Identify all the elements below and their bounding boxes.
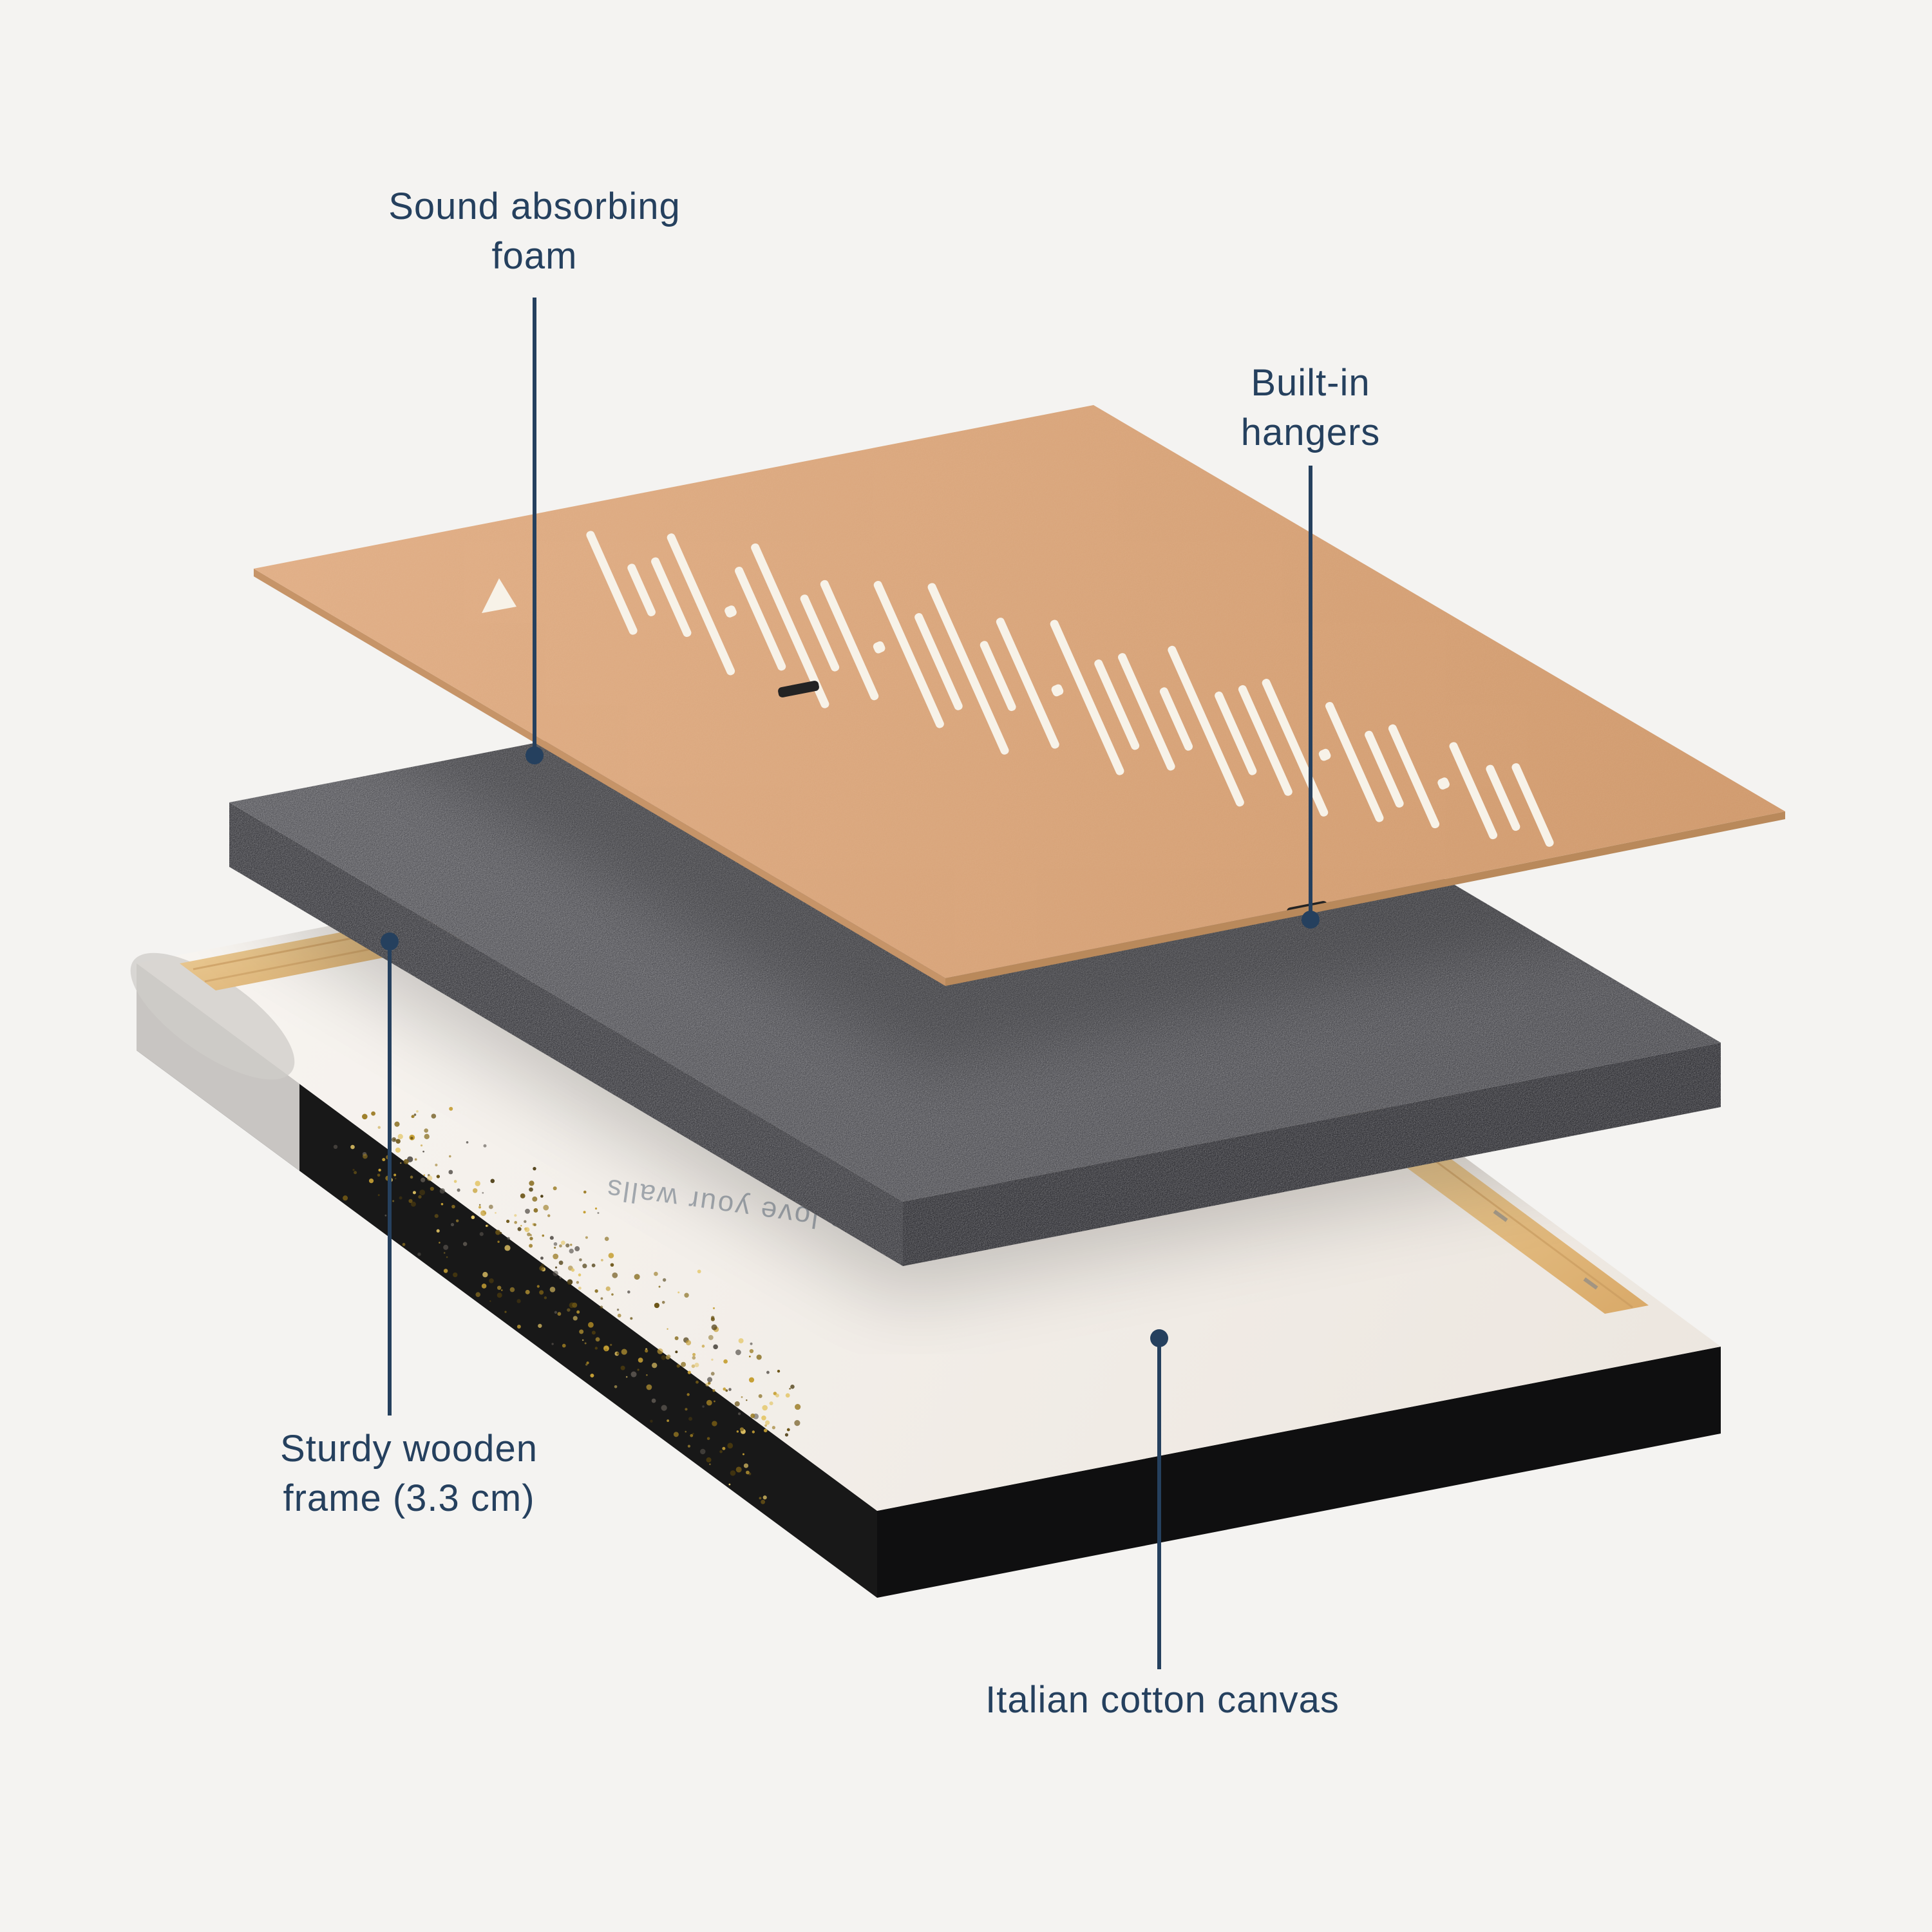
canvas-frame-side-right <box>877 1347 1721 1598</box>
callout-dot-frame <box>381 933 399 951</box>
label-line: Sturdy wooden <box>280 1428 538 1470</box>
label-italian-cotton-canvas: Italian cotton canvas <box>985 1676 1340 1725</box>
label-line: hangers <box>1240 411 1381 453</box>
callout-lines <box>381 298 1320 1669</box>
callout-hangers <box>1302 466 1320 929</box>
callout-dot-foam <box>526 746 544 764</box>
board-edge-front-right <box>945 811 1785 986</box>
board-edge-front-left <box>254 569 945 986</box>
triangle-cutout <box>482 578 516 613</box>
label-sound-absorbing-foam: Sound absorbing foam <box>388 182 681 281</box>
gold-glitter-speckles <box>333 1106 801 1504</box>
callout-canvas <box>1150 1329 1168 1669</box>
label-built-in-hangers: Built-in hangers <box>1241 359 1381 457</box>
label-line: Sound absorbing <box>388 185 681 227</box>
canvas-frame-side-left <box>137 963 877 1598</box>
callout-dot-canvas <box>1150 1329 1168 1347</box>
callout-dot-hangers <box>1302 911 1320 929</box>
label-line: Italian cotton canvas <box>985 1679 1340 1721</box>
label-sturdy-wooden-frame: Sturdy wooden frame (3.3 cm) <box>280 1425 538 1523</box>
label-line: Built-in <box>1251 362 1370 404</box>
label-line: foam <box>491 234 578 277</box>
callout-foam <box>526 298 544 764</box>
callout-frame <box>381 933 399 1416</box>
label-line: frame (3.3 cm) <box>283 1477 535 1519</box>
canvas-corner-patch <box>130 952 295 1080</box>
